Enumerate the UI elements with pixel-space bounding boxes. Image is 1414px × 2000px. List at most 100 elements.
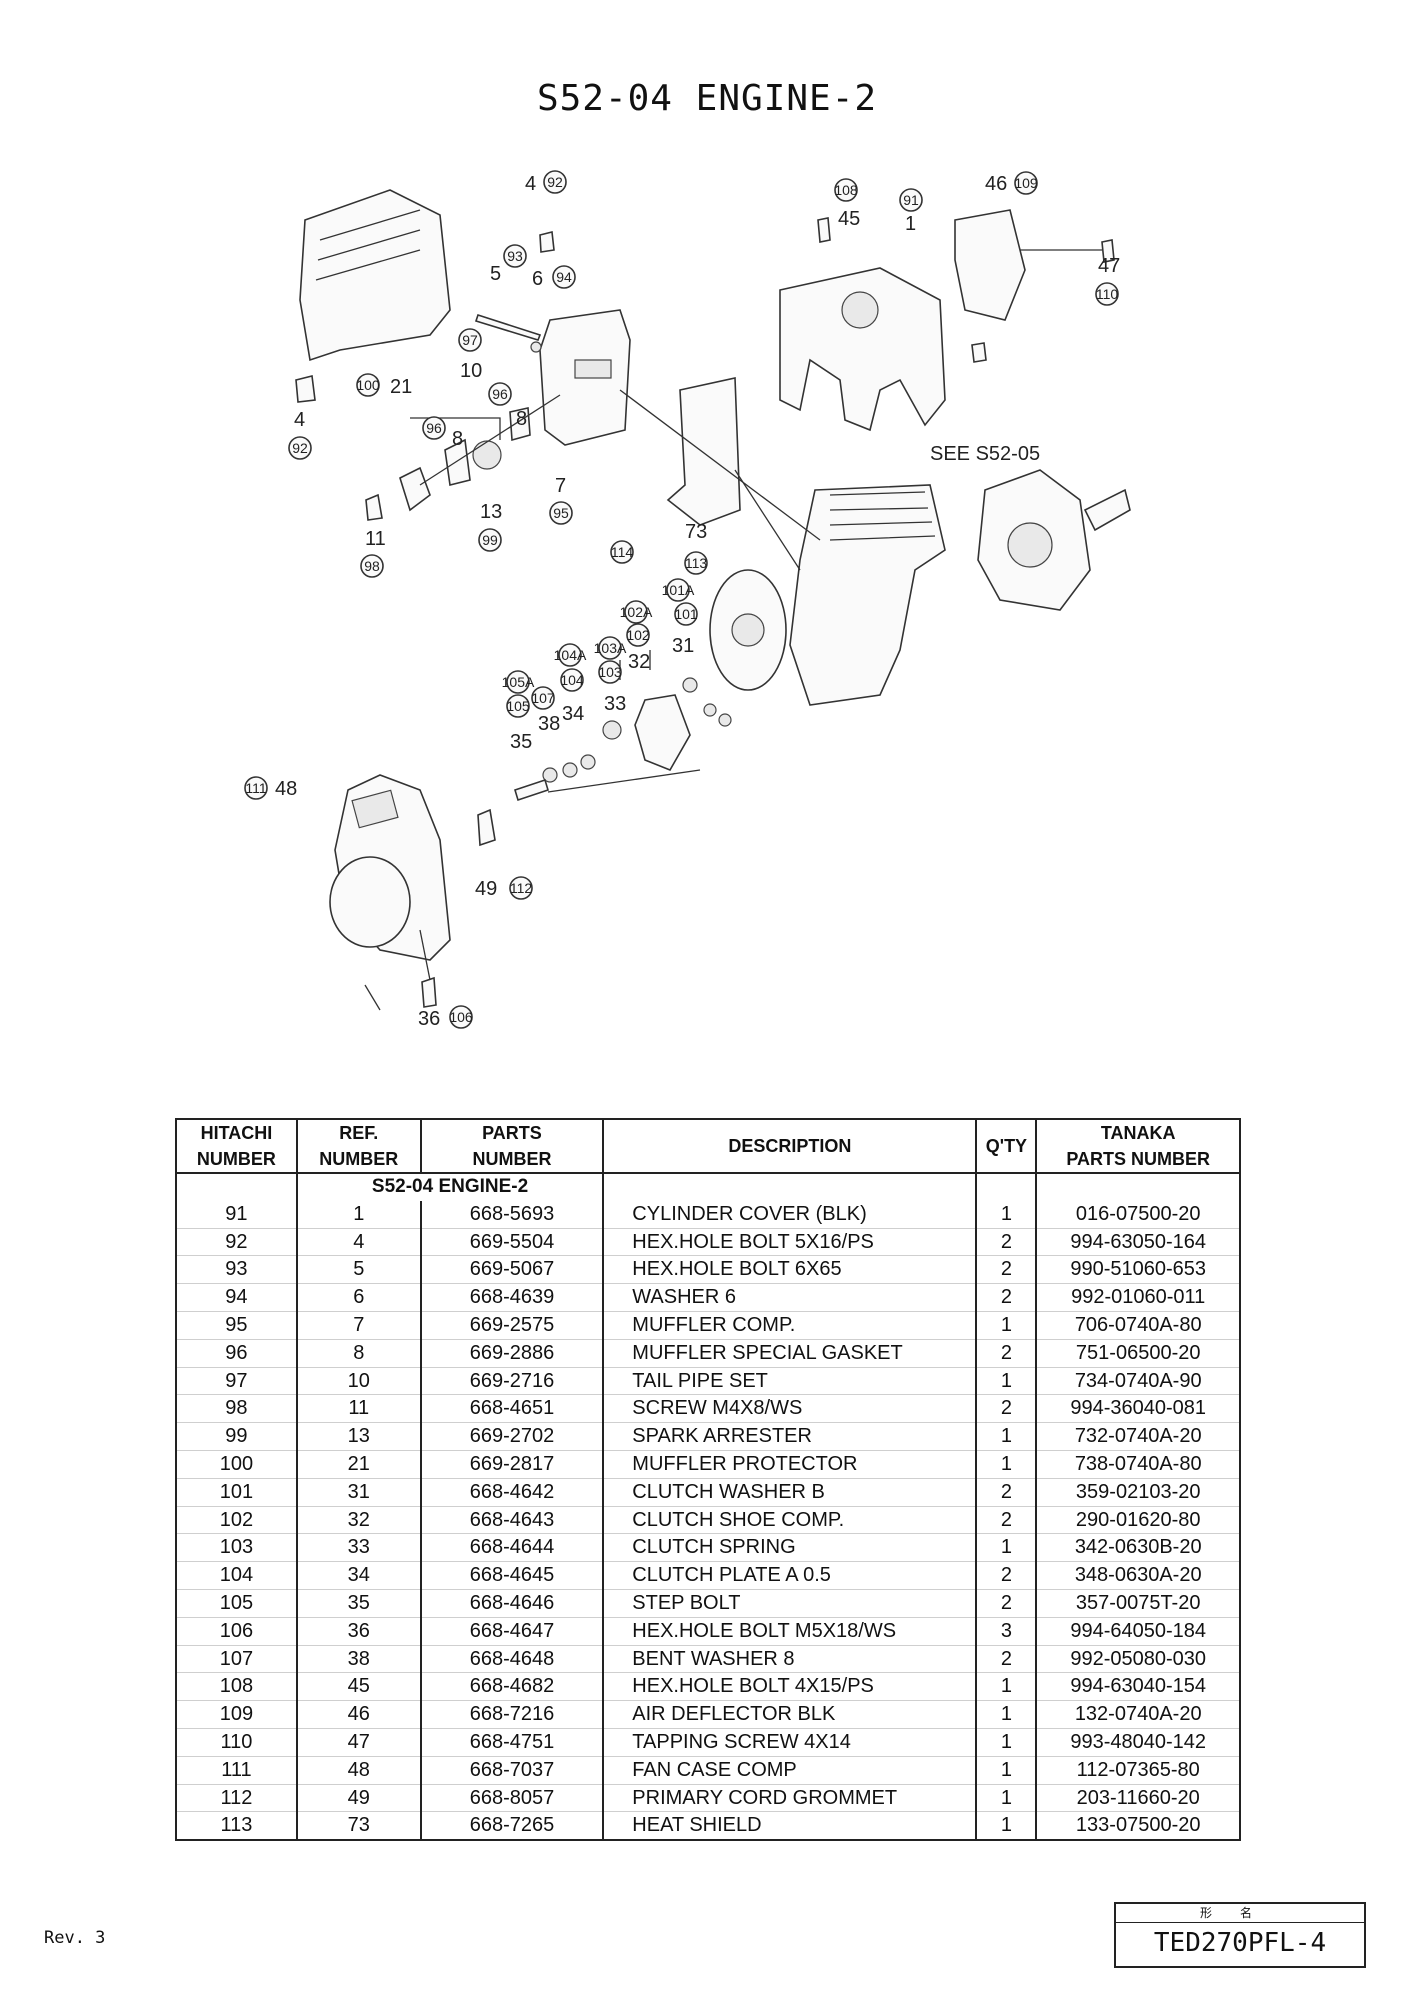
table-cell: TAPPING SCREW 4X14 — [602, 1728, 978, 1757]
table-cell: 97 — [175, 1367, 298, 1396]
table-cell: 49 — [295, 1784, 422, 1813]
table-cell: 11 — [295, 1394, 422, 1424]
table-cell: 2 — [975, 1283, 1038, 1312]
table-cell: 91 — [175, 1200, 298, 1229]
table-cell: 668-8057 — [419, 1784, 605, 1813]
table-cell: 108 — [175, 1672, 298, 1702]
ref-label: 4 — [525, 173, 536, 195]
table-cell: 35 — [295, 1589, 422, 1618]
table-cell: 669-2817 — [419, 1450, 605, 1479]
table-cell: 102 — [175, 1506, 298, 1535]
table-cell: 359-02103-20 — [1035, 1478, 1241, 1507]
callout-circle-114: 114 — [610, 540, 634, 564]
svg-text:93: 93 — [507, 248, 523, 264]
model-header: 形名 — [1116, 1904, 1364, 1923]
table-cell: 993-48040-142 — [1035, 1728, 1241, 1757]
svg-text:102: 102 — [626, 627, 650, 643]
table-cell: 1 — [975, 1311, 1038, 1340]
svg-text:104: 104 — [560, 672, 584, 688]
ref-label: 6 — [532, 268, 543, 290]
svg-text:97: 97 — [462, 332, 478, 348]
table-cell: 2 — [975, 1255, 1038, 1285]
ref-label: 48 — [275, 778, 297, 800]
table-cell: 94 — [175, 1283, 298, 1312]
table-cell: 36 — [295, 1617, 422, 1646]
table-cell: WASHER 6 — [602, 1283, 978, 1312]
table-cell: 668-4682 — [419, 1672, 605, 1702]
table-cell: 48 — [295, 1756, 422, 1785]
table-cell: 994-63050-164 — [1035, 1228, 1241, 1257]
table-cell: 38 — [295, 1645, 422, 1674]
table-cell: 669-5067 — [419, 1255, 605, 1285]
table-cell: 1 — [975, 1700, 1038, 1729]
callout-circle-103a: 103A — [594, 636, 627, 660]
callout-circle-91: 91 — [899, 188, 923, 212]
table-cell: 2 — [975, 1339, 1038, 1368]
table-cell: 111 — [175, 1756, 298, 1785]
table-cell: 34 — [295, 1561, 422, 1590]
svg-text:91: 91 — [903, 192, 919, 208]
table-cell: 2 — [975, 1589, 1038, 1618]
ref-label: 11 — [365, 528, 386, 550]
svg-text:112: 112 — [510, 880, 533, 896]
svg-text:113: 113 — [685, 555, 708, 571]
table-cell: 668-7037 — [419, 1756, 605, 1785]
table-cell: 47 — [295, 1728, 422, 1757]
table-cell: 1 — [295, 1200, 422, 1229]
table-cell: CLUTCH WASHER B — [602, 1478, 978, 1507]
callout-circle-102a: 102A — [620, 600, 653, 624]
table-cell: 668-4751 — [419, 1728, 605, 1757]
svg-text:106: 106 — [449, 1009, 473, 1025]
ref-label: 35 — [510, 731, 532, 753]
table-cell: 7 — [295, 1311, 422, 1340]
ref-label: 45 — [838, 208, 860, 230]
table-cell: 738-0740A-80 — [1035, 1450, 1241, 1479]
table-cell: 990-51060-653 — [1035, 1255, 1241, 1285]
table-cell: 21 — [295, 1450, 422, 1479]
callout-circle-92a: 92 — [543, 170, 567, 194]
callout-circle-97: 97 — [458, 328, 482, 352]
svg-text:108: 108 — [834, 182, 858, 198]
svg-text:101A: 101A — [662, 582, 695, 598]
table-cell: 10 — [295, 1367, 422, 1396]
table-cell: 1 — [975, 1533, 1038, 1563]
table-cell: 45 — [295, 1672, 422, 1702]
ref-label: 1 — [905, 213, 916, 235]
table-cell: 994-63040-154 — [1035, 1672, 1241, 1702]
callout-circle-103: 103 — [598, 660, 622, 684]
table-cell: 112 — [175, 1784, 298, 1813]
table-cell: HEX.HOLE BOLT 6X65 — [602, 1255, 978, 1285]
table-cell: 357-0075T-20 — [1035, 1589, 1241, 1618]
table-cell: 1 — [975, 1367, 1038, 1396]
table-cell: HEX.HOLE BOLT 4X15/PS — [602, 1672, 978, 1702]
table-cell: HEAT SHIELD — [602, 1811, 978, 1842]
svg-text:103: 103 — [598, 664, 622, 680]
revision-label: Rev. 3 — [44, 1928, 106, 1948]
ref-label: 31 — [672, 635, 694, 657]
ref-label: 21 — [390, 376, 412, 398]
callout-circle-111: 111 — [244, 776, 268, 800]
table-cell: 1 — [975, 1728, 1038, 1757]
svg-text:111: 111 — [245, 780, 266, 796]
table-cell: 109 — [175, 1700, 298, 1729]
table-cell: 32 — [295, 1506, 422, 1535]
ref-label: 38 — [538, 713, 560, 735]
table-cell: 2 — [975, 1228, 1038, 1257]
table-cell: 2 — [975, 1645, 1038, 1674]
table-cell: 2 — [975, 1506, 1038, 1535]
ref-label: 5 — [490, 263, 501, 285]
table-cell: 2 — [975, 1478, 1038, 1507]
table-cell: 46 — [295, 1700, 422, 1729]
table-cell: 103 — [175, 1533, 298, 1563]
